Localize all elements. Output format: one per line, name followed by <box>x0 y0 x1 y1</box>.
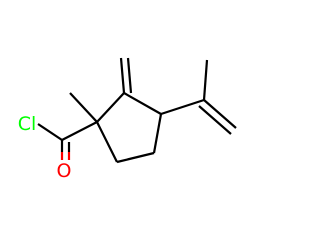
bond-c3-isopropenyl <box>160 98 205 116</box>
bond-c2-methylene-b <box>126 57 133 94</box>
bond-carbonyl-cl <box>37 123 63 141</box>
bond-c4-c5 <box>116 151 155 164</box>
bond-c1-carbonyl <box>61 121 98 141</box>
bond-c2-methylene-a <box>119 57 126 94</box>
bond-c1-c2 <box>96 92 125 123</box>
bond-c1-methyl <box>69 92 98 123</box>
bond-isopropenyl-methyl <box>202 59 209 101</box>
bond-c5-c1 <box>96 121 118 163</box>
bond-isopropenyl-ch2-a <box>203 99 237 129</box>
oxygen-atom-label: O <box>57 160 72 182</box>
bond-c2-c3 <box>123 92 162 115</box>
chlorine-atom-label: Cl <box>18 113 37 135</box>
bond-c3-c4 <box>152 113 163 154</box>
structure-canvas: Cl O <box>17 57 237 182</box>
molecule-diagram: Cl O <box>18 57 237 182</box>
bond-isopropenyl-ch2-b <box>198 105 232 135</box>
